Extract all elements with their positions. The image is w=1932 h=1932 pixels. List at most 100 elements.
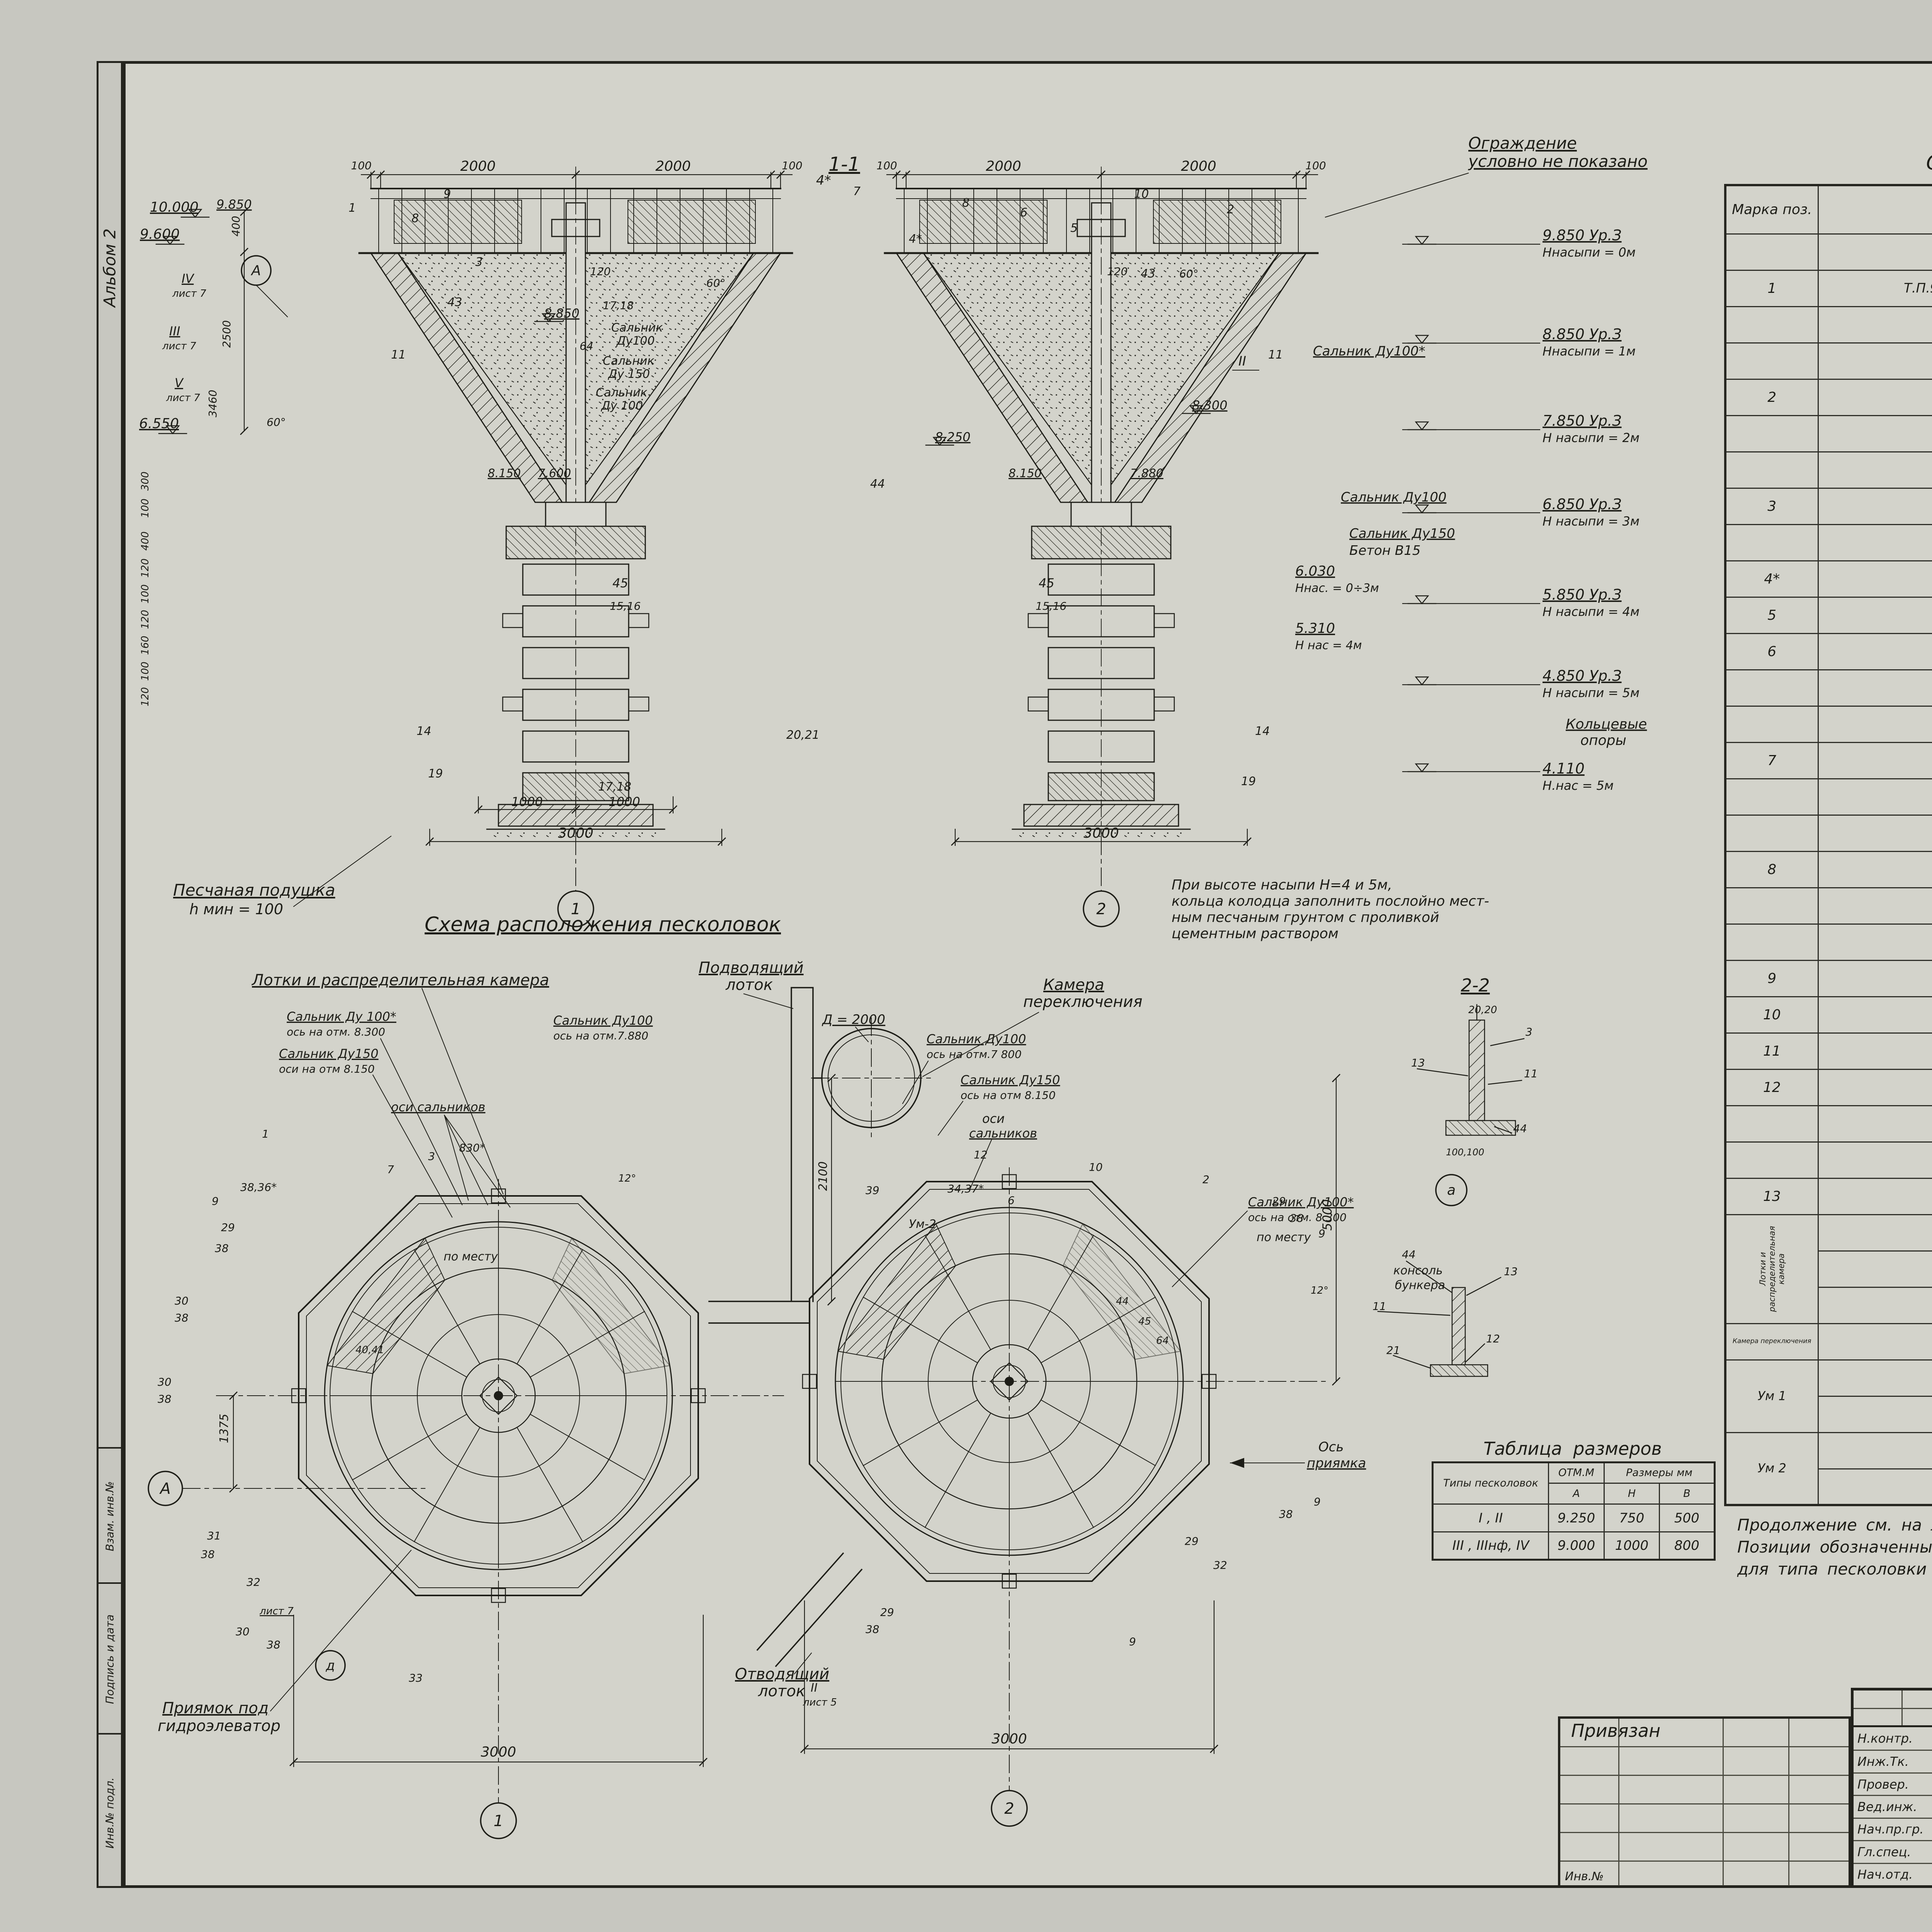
drawing-label: 10 bbox=[1089, 1161, 1103, 1173]
spec-row: —081 bbox=[1725, 923, 1932, 961]
spec-row: —КЖ-11лительная111 bbox=[1725, 1250, 1932, 1288]
drawing-label: 10.000 bbox=[150, 199, 199, 215]
drawing-label: ось на отм.7 800 bbox=[927, 1048, 1022, 1061]
spec-cell bbox=[1725, 814, 1819, 852]
spec-cell: —07 bbox=[1817, 887, 1932, 925]
drawing-label: 120 bbox=[139, 558, 151, 578]
spec-cell bbox=[1817, 1141, 1932, 1179]
spec-row: 2—01111 bbox=[1725, 378, 1932, 416]
drawing-label: гидроэлеватор bbox=[158, 1717, 281, 1735]
sizes-col-dims: Размеры мм bbox=[1603, 1462, 1716, 1484]
signature-role: Гл.спец. bbox=[1854, 1841, 1932, 1862]
drawing-label: 12 bbox=[974, 1148, 988, 1161]
drawing-label: А bbox=[251, 263, 261, 279]
drawing-label: 38 bbox=[866, 1623, 879, 1636]
drawing-label: Н.нас = 5м bbox=[1543, 778, 1614, 793]
drawing-label: 2000 bbox=[986, 158, 1021, 174]
spec-row: 4*—КЖ.И-4000Полупогружной щит2 bbox=[1725, 560, 1932, 598]
spec-row: Ум 2—КЖ-8Монолитный111 bbox=[1725, 1432, 1932, 1506]
drawing-label: кольца колодца заполнить послойно мест- bbox=[1172, 893, 1489, 909]
drawing-label: 19 bbox=[1241, 775, 1256, 788]
spec-section-row: Песколовки bbox=[1725, 233, 1932, 271]
sizes-cell: 9.250 bbox=[1548, 1503, 1605, 1532]
drawing-label: Приямок под bbox=[162, 1699, 269, 1717]
drawing-label: Ду100 bbox=[616, 334, 655, 348]
spec-cell: 6 bbox=[1725, 633, 1819, 670]
spec-row: 6—КЖ.И-6000Деревянный щит2 bbox=[1725, 633, 1932, 670]
drawing-label: 120 bbox=[1107, 265, 1128, 278]
drawing-label: 12 bbox=[1486, 1332, 1500, 1345]
drawing-label: лоток bbox=[758, 1682, 805, 1700]
drawing-label: 4.850 Ур.З bbox=[1543, 667, 1622, 684]
attach-box: Привязан Инв.№ bbox=[1558, 1716, 1851, 1888]
drawing-label: 33 bbox=[409, 1672, 423, 1684]
drawing-label: 6 bbox=[1008, 1194, 1015, 1207]
sizes-sub-b: В bbox=[1658, 1483, 1716, 1505]
drawing-label: Н нас = 4м bbox=[1295, 639, 1362, 652]
drawing-label: 100 bbox=[876, 159, 897, 172]
drawing-label: 1 bbox=[493, 1812, 503, 1830]
spec-cell: —КЖ-14 bbox=[1817, 1323, 1932, 1361]
drawing-label: Ограждение bbox=[1468, 134, 1577, 153]
drawing-label: Ось bbox=[1318, 1439, 1344, 1455]
drawing-label: 8 bbox=[412, 212, 419, 225]
spec-cell: —02 bbox=[1817, 705, 1932, 743]
spec-row: 12—КЖ-3Уголок 50х50х5-В ГОСТ8509-86—————… bbox=[1725, 1068, 1932, 1106]
spec-row: Камера переключения—КЖ-14Камера переключ… bbox=[1725, 1323, 1932, 1361]
drawing-label: 45 bbox=[1039, 576, 1054, 590]
drawing-label: приямка bbox=[1307, 1456, 1366, 1471]
drawing-label: лист 7 bbox=[259, 1605, 294, 1617]
drawing-label: 1-1 bbox=[828, 153, 860, 175]
drawing-label: 8.250 bbox=[935, 430, 971, 444]
drawing-label: Подводящий bbox=[699, 959, 804, 977]
sizes-cell: 800 bbox=[1658, 1531, 1716, 1560]
sizes-cell: III , IIIнф, IV bbox=[1432, 1531, 1549, 1560]
signature-block: Н.контр.КозлобичерИнж.Тк.ПоляковаПровер.… bbox=[1854, 1727, 1932, 1885]
drawing-label: 32 bbox=[247, 1576, 260, 1588]
drawing-label: Сальник bbox=[596, 386, 647, 400]
drawing-label: Сальник bbox=[611, 321, 663, 335]
drawing-label: 44 bbox=[1513, 1122, 1527, 1135]
drawing-label: д bbox=[325, 1658, 335, 1673]
signature-role: Вед.инж. bbox=[1854, 1796, 1932, 1817]
drawing-label: 2 bbox=[1227, 203, 1234, 216]
drawing-label: Ннасыпи = 0м bbox=[1543, 245, 1636, 260]
drawing-label: Сальник Ду 100* bbox=[287, 1009, 396, 1024]
drawing-label: ным песчаным грунтом с проливкой bbox=[1172, 910, 1439, 925]
drawing-label: 4* bbox=[816, 173, 831, 188]
sizes-col-types: Типы песколовок bbox=[1432, 1462, 1549, 1505]
drawing-label: оси bbox=[982, 1111, 1005, 1126]
signature-role: Инж.Тк. bbox=[1854, 1751, 1932, 1772]
spec-cell: 1 bbox=[1725, 269, 1819, 307]
drawing-label: Н насыпи = 4м bbox=[1543, 604, 1639, 619]
spec-row: —0211 bbox=[1725, 306, 1932, 344]
drawing-label: 3 bbox=[1526, 1026, 1532, 1038]
spec-row: ℓ = 12.0 п.м bbox=[1725, 1141, 1932, 1179]
spec-cell: —04 bbox=[1817, 342, 1932, 380]
spec-cell: —02 bbox=[1817, 306, 1932, 344]
drawing-label: 400 bbox=[139, 531, 151, 551]
drawing-label: 9 bbox=[212, 1195, 219, 1208]
plan-view bbox=[291, 987, 1217, 1667]
signature-row: Нач.пр.гр.Гольдина bbox=[1854, 1817, 1932, 1840]
drawing-label: 120 bbox=[139, 687, 151, 706]
drawing-label: 60° bbox=[267, 416, 286, 429]
drawing-label: 1 bbox=[571, 900, 580, 918]
spec-table: Марка поз. Обозначение Наименование Коли… bbox=[1724, 184, 1932, 1506]
drawing-label: 30 bbox=[175, 1294, 189, 1307]
drawing-label: 100 bbox=[1305, 159, 1326, 172]
drawing-label: 13 bbox=[1411, 1056, 1425, 1069]
spec-row: 3—КЖ.И-3000Разделительный щит22 bbox=[1725, 487, 1932, 525]
drawing-label: Сальник Ду100* bbox=[1248, 1195, 1354, 1209]
spec-row: —КЖ-12камера1 bbox=[1725, 1286, 1932, 1324]
drawing-label: Ннас. = 0÷3м bbox=[1295, 582, 1379, 595]
drawing-label: 2000 bbox=[460, 158, 496, 174]
spec-cell: —08 bbox=[1817, 923, 1932, 961]
signature-row: Н.контр.Козлобичер bbox=[1854, 1727, 1932, 1750]
drawing-label: 34,37* bbox=[947, 1182, 984, 1195]
drawing-label: 30 bbox=[236, 1625, 250, 1638]
spec-cell bbox=[1817, 233, 1932, 271]
axis-markers bbox=[148, 255, 1468, 1839]
spec-cell: —КЖ-11 bbox=[1817, 1250, 1932, 1288]
signature-role: Н.контр. bbox=[1854, 1727, 1932, 1750]
